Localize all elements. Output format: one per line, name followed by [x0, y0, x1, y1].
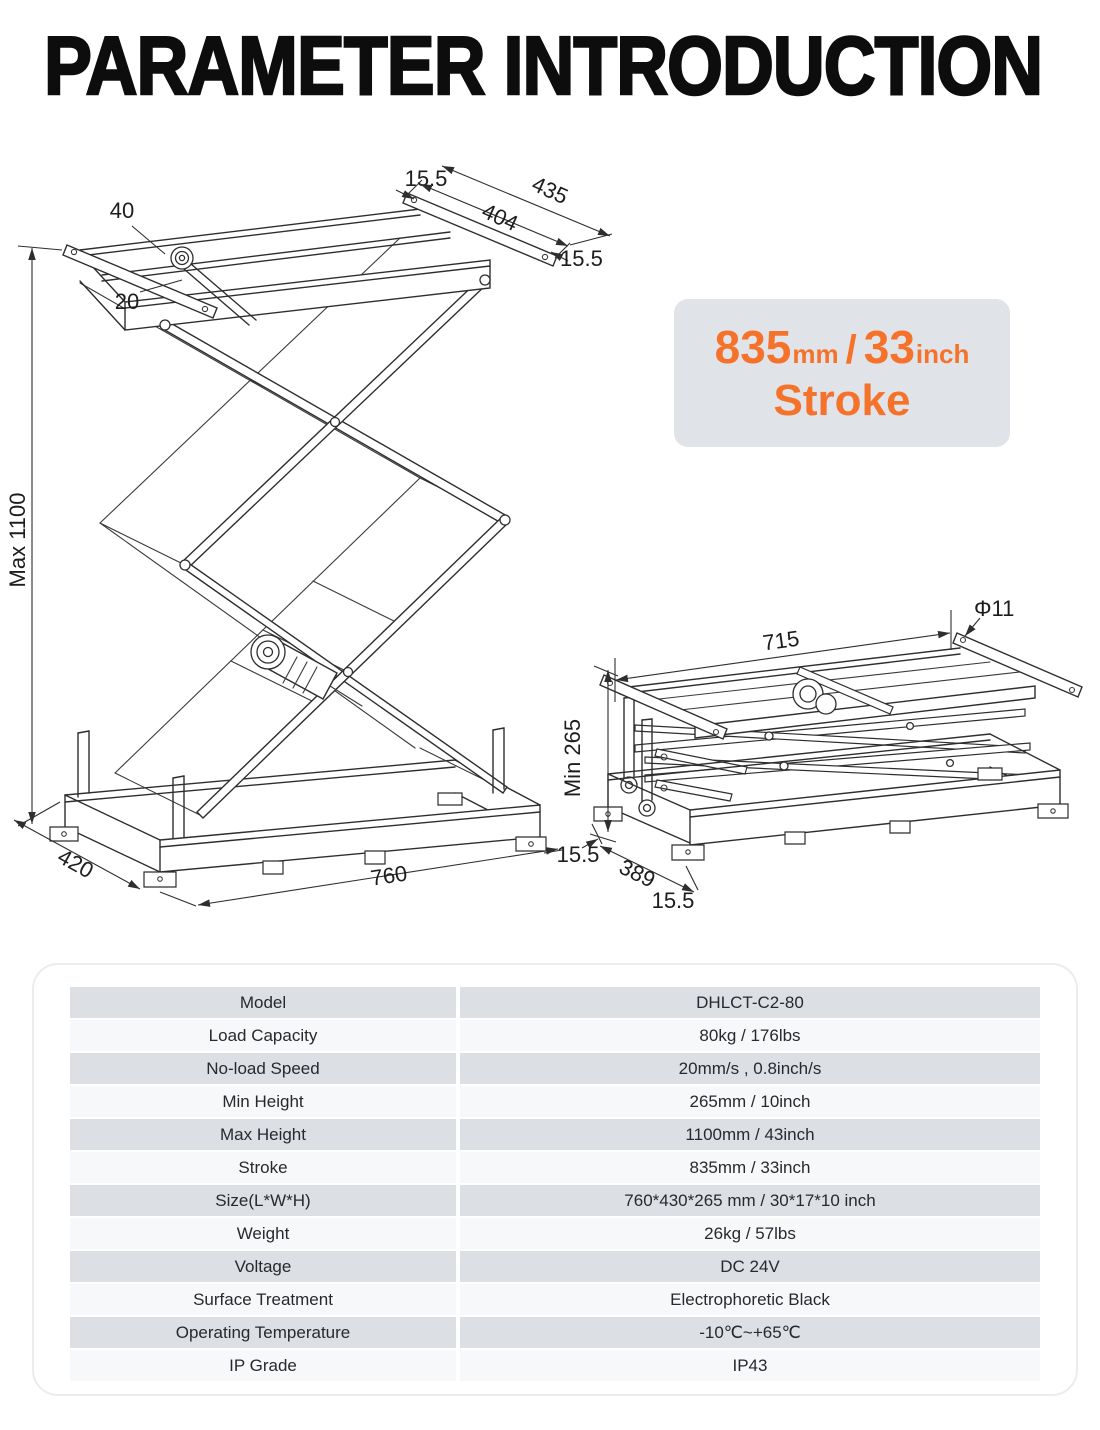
dim-max-height-label: Max 1100: [5, 493, 30, 588]
dim-hole-edge-top-label: 15.5: [405, 166, 448, 191]
dim-top-plate-label: 40: [110, 198, 134, 223]
spec-label: Weight: [70, 1218, 456, 1249]
spec-value: 1100mm / 43inch: [460, 1119, 1040, 1150]
dim-foot-offset-left-label: 15.5: [557, 842, 600, 867]
table-row: No-load Speed 20mm/s , 0.8inch/s: [70, 1053, 1040, 1084]
stroke-inch-unit: inch: [915, 339, 970, 369]
stroke-label: Stroke: [773, 376, 911, 425]
spec-value: 265mm / 10inch: [460, 1086, 1040, 1117]
spec-label: Min Height: [70, 1086, 456, 1117]
dim-top-width-outer-label: 435: [528, 171, 572, 209]
collapsed-top-frame: [599, 632, 1083, 740]
spec-table: Model DHLCT-C2-80 Load Capacity 80kg / 1…: [70, 987, 1040, 1383]
spec-value: DHLCT-C2-80: [460, 987, 1040, 1018]
stroke-slash: /: [845, 328, 857, 372]
spec-table-card: Model DHLCT-C2-80 Load Capacity 80kg / 1…: [32, 963, 1078, 1396]
scissor-arms-front: [162, 276, 509, 819]
table-row: Surface Treatment Electrophoretic Black: [70, 1284, 1040, 1315]
spec-label: Stroke: [70, 1152, 456, 1183]
spec-label: IP Grade: [70, 1350, 456, 1381]
spec-label: Voltage: [70, 1251, 456, 1282]
stroke-inch-value: 33: [863, 321, 915, 373]
base-frame-front: [49, 792, 547, 888]
collapsed-base-frame: [593, 733, 1069, 861]
spec-label: Size(L*W*H): [70, 1185, 456, 1216]
table-row: Size(L*W*H) 760*430*265 mm / 30*17*10 in…: [70, 1185, 1040, 1216]
spec-label: Model: [70, 987, 456, 1018]
table-row: Operating Temperature -10℃~+65℃: [70, 1317, 1040, 1348]
spec-value: 80kg / 176lbs: [460, 1020, 1040, 1051]
lift-motor: [250, 634, 363, 707]
stroke-values: 835 mm / 33 inch: [715, 320, 970, 374]
dim-foot-offset-bottom-label: 15.5: [652, 888, 695, 913]
table-row: Weight 26kg / 57lbs: [70, 1218, 1040, 1249]
collapsed-lift-drawing: 715 Φ11 Min 265 15.5 389 15.5: [557, 596, 1083, 913]
spec-label: Max Height: [70, 1119, 456, 1150]
stroke-mm-unit: mm: [792, 339, 839, 369]
spec-value: DC 24V: [460, 1251, 1040, 1282]
table-row: Max Height 1100mm / 43inch: [70, 1119, 1040, 1150]
table-row: Model DHLCT-C2-80: [70, 987, 1040, 1018]
dim-top-length-label: 715: [761, 626, 801, 656]
dim-base-width-label: 420: [54, 844, 98, 884]
dimensions-extended: Max 1100 420 760 40 20 15.5 404: [5, 165, 613, 907]
dimensions-collapsed: 715 Φ11 Min 265 15.5 389 15.5: [557, 596, 1015, 913]
page-title: PARAMETER INTRODUCTION: [43, 18, 1044, 113]
dim-hole-diameter-label: Φ11: [974, 596, 1014, 621]
table-row: Load Capacity 80kg / 176lbs: [70, 1020, 1040, 1051]
dim-hole-edge-side-label: 15.5: [560, 246, 603, 271]
table-row: Voltage DC 24V: [70, 1251, 1040, 1282]
spec-value: Electrophoretic Black: [460, 1284, 1040, 1315]
guide-posts-rollers: [620, 696, 656, 817]
extended-lift-drawing: Max 1100 420 760 40 20 15.5 404: [5, 165, 613, 907]
pivot-joints: [159, 274, 511, 678]
guide-posts: [77, 727, 505, 846]
table-row: Stroke 835mm / 33inch: [70, 1152, 1040, 1183]
stroke-mm-value: 835: [714, 321, 792, 373]
stroke-badge: 835 mm / 33 inch Stroke: [674, 299, 1010, 447]
spec-label: Load Capacity: [70, 1020, 456, 1051]
spec-value: IP43: [460, 1350, 1040, 1381]
table-row: IP Grade IP43: [70, 1350, 1040, 1381]
spec-label: Surface Treatment: [70, 1284, 456, 1315]
dim-plate-offset-label: 20: [115, 289, 139, 314]
dim-min-height-label: Min 265: [560, 719, 585, 797]
spec-value: 835mm / 33inch: [460, 1152, 1040, 1183]
spec-label: No-load Speed: [70, 1053, 456, 1084]
spec-value: 26kg / 57lbs: [460, 1218, 1040, 1249]
spec-label: Operating Temperature: [70, 1317, 456, 1348]
spec-value: 760*430*265 mm / 30*17*10 inch: [460, 1185, 1040, 1216]
dim-base-width-label: 389: [615, 854, 659, 893]
dim-base-length-label: 760: [369, 860, 409, 890]
spec-value: -10℃~+65℃: [460, 1317, 1040, 1348]
table-row: Min Height 265mm / 10inch: [70, 1086, 1040, 1117]
spec-value: 20mm/s , 0.8inch/s: [460, 1053, 1040, 1084]
